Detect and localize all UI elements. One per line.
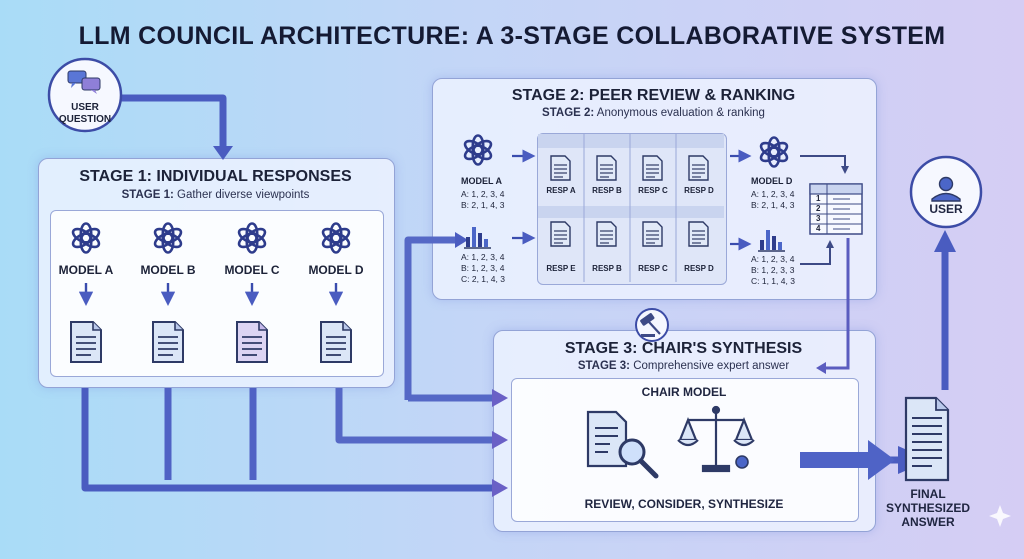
chair-model-label: CHAIR MODEL bbox=[641, 385, 727, 399]
resp-label: RESP D bbox=[684, 264, 714, 273]
scales-icon bbox=[677, 405, 755, 473]
gavel-icon bbox=[635, 308, 669, 342]
stage2-right-model-label: MODEL D bbox=[751, 176, 793, 186]
user-label: USER bbox=[929, 202, 963, 216]
stage1-doc-icons bbox=[70, 321, 352, 363]
user-circle bbox=[909, 155, 983, 229]
chair-action-label: REVIEW, CONSIDER, SYNTHESIZE bbox=[584, 497, 784, 511]
document-magnifier-icon bbox=[586, 410, 659, 479]
stage3-subtitle: STAGE 3: Comprehensive expert answer bbox=[577, 360, 790, 372]
stage2-left-chart-icon bbox=[463, 226, 492, 249]
stage1-title: STAGE 1: INDIVIDUAL RESPONSES bbox=[79, 168, 352, 185]
stage3-title: STAGE 3: CHAIR'S SYNTHESIS bbox=[564, 340, 803, 357]
chair-inner bbox=[511, 378, 859, 522]
stage1-model-icons bbox=[69, 222, 353, 254]
stage1-model-c-label: MODEL C bbox=[224, 263, 280, 277]
stage2-model-a-icon bbox=[461, 134, 495, 166]
resp-label: RESP C bbox=[638, 186, 668, 195]
resp-label: RESP C bbox=[638, 264, 668, 273]
stage1-model-d-label: MODEL D bbox=[308, 263, 364, 277]
stage2-title: STAGE 2: PEER REVIEW & RANKING bbox=[511, 87, 796, 104]
user-question-circle bbox=[47, 57, 123, 133]
resp-label: RESP E bbox=[546, 264, 576, 273]
stage2-subtitle: STAGE 2: Anonymous evaluation & ranking bbox=[542, 107, 765, 119]
stage2-model-d-icon bbox=[757, 136, 791, 168]
rank-table-icon bbox=[809, 183, 863, 235]
stage1-model-arrows bbox=[78, 283, 344, 306]
stage1-model-b-label: MODEL B bbox=[140, 263, 196, 277]
stage1-subtitle: STAGE 1: Gather diverse viewpoints bbox=[121, 189, 310, 201]
final-answer-doc-icon bbox=[904, 396, 950, 482]
diagram-title: LLM COUNCIL ARCHITECTURE: A 3-STAGE COLL… bbox=[78, 22, 946, 50]
resp-label: RESP A bbox=[546, 186, 576, 195]
stage1-model-a-label: MODEL A bbox=[58, 263, 114, 277]
stage2-right-chart-icon bbox=[757, 229, 786, 252]
resp-label: RESP B bbox=[592, 264, 622, 273]
chat-bubbles-icon bbox=[67, 70, 101, 94]
stage2-left-model-label: MODEL A bbox=[461, 176, 503, 186]
sparkle-icon bbox=[989, 505, 1011, 527]
resp-label: RESP D bbox=[684, 186, 714, 195]
resp-label: RESP B bbox=[592, 186, 622, 195]
user-icon bbox=[931, 176, 961, 202]
